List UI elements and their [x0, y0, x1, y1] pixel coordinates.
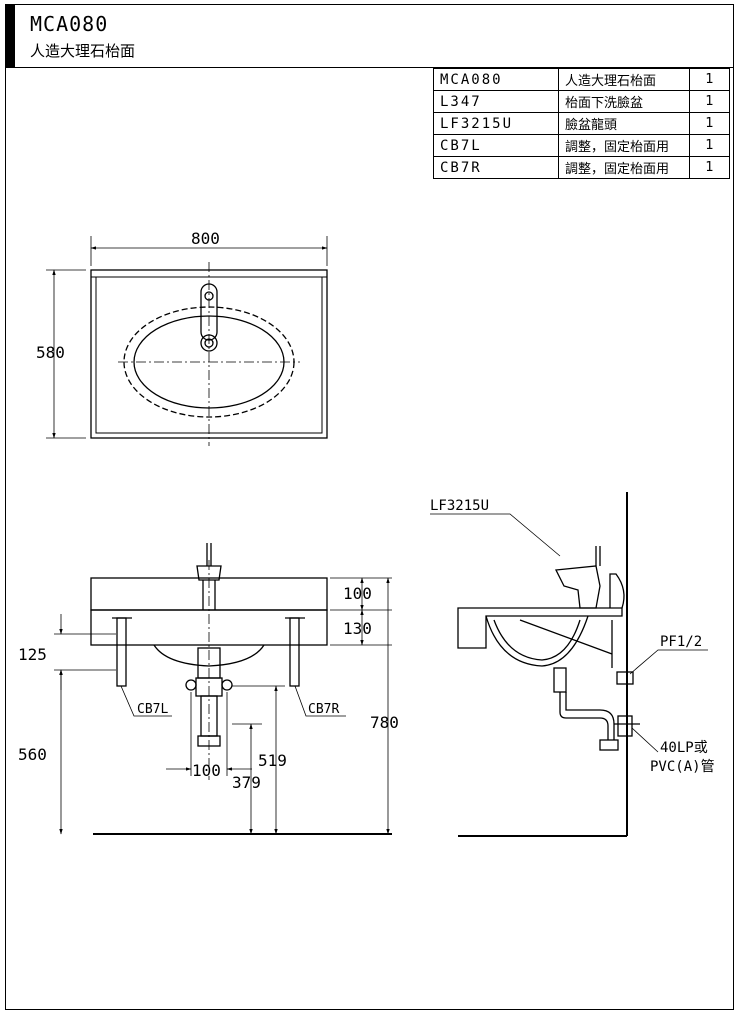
bracket-right: [285, 617, 305, 687]
front-view: [54, 543, 392, 835]
top-view: [46, 236, 328, 446]
parts-row: MCA080 人造大理石枱面 1: [433, 68, 730, 91]
bracket-left: [112, 617, 132, 687]
basin-front: [153, 644, 265, 667]
side-view: [430, 492, 708, 837]
parts-row: CB7R 調整，固定枱面用 1: [433, 156, 730, 179]
cb7r-leader: [294, 685, 346, 717]
dim-counter-thickness: 100: [343, 584, 372, 603]
dim-bracket-offset: 130: [343, 619, 372, 638]
dim-width: 800: [191, 229, 220, 248]
part-code: CB7L: [433, 134, 559, 157]
part-name: 人造大理石枱面: [558, 68, 690, 91]
label-faucet: LF3215U: [430, 498, 489, 514]
dim-drain-height: 560: [18, 745, 47, 764]
title-marker: [5, 4, 15, 68]
supply-leader: [629, 649, 708, 675]
drawing-frame: [5, 4, 734, 1010]
part-code: MCA080: [433, 68, 559, 91]
part-name: 調整，固定枱面用: [558, 156, 690, 179]
dim-bracket-height: 125: [18, 645, 47, 664]
part-code: CB7R: [433, 156, 559, 179]
part-name: 調整，固定枱面用: [558, 134, 690, 157]
cb7l-leader: [120, 685, 172, 717]
parts-table: MCA080 人造大理石枱面 1 L347 枱面下洗臉盆 1 LF3215U 臉…: [433, 68, 730, 179]
drain-leader: [631, 727, 659, 753]
label-drain-line2: PVC(A)管: [650, 759, 715, 775]
label-supply: PF1/2: [660, 634, 702, 650]
product-name: 人造大理石枱面: [30, 42, 136, 60]
parts-row: CB7L 調整，固定枱面用 1: [433, 134, 730, 157]
dim-depth: 580: [36, 343, 65, 362]
label-cb7l: CB7L: [137, 702, 168, 717]
model-number: MCA080: [30, 12, 109, 36]
label-drain-line1: 40LP或: [660, 740, 708, 756]
basin-side: [485, 615, 589, 667]
parts-row: LF3215U 臉盆龍頭 1: [433, 112, 730, 135]
title-block: [5, 4, 734, 68]
backsplash-side: [609, 573, 625, 609]
faucet-leader: [430, 513, 561, 557]
dim-drain-spacing: 100: [192, 761, 221, 780]
part-name: 臉盆龍頭: [558, 112, 690, 135]
faucet-side: [554, 565, 601, 609]
label-cb7r: CB7R: [308, 702, 339, 717]
dim-outlet-height: 379: [232, 773, 261, 792]
dim-total-height: 780: [370, 713, 399, 732]
part-qty: 1: [689, 156, 730, 179]
dim-trap-height: 519: [258, 751, 287, 770]
parts-row: L347 枱面下洗臉盆 1: [433, 90, 730, 113]
